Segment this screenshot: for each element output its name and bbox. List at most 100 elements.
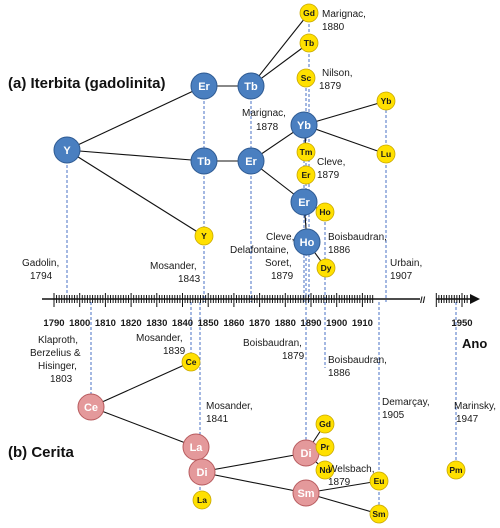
node-Lu (376, 144, 396, 164)
node-Ho2 (315, 202, 335, 222)
section-title-cerita: (b) Cerita (8, 444, 74, 461)
tick-label-1840: 1840 (172, 318, 193, 329)
node-Tb3-label: Tb (304, 38, 314, 48)
node-Ce-label: Ce (84, 402, 98, 414)
node-Y2-label: Y (201, 231, 207, 241)
node-Sm (292, 479, 320, 507)
tick-label-1790: 1790 (43, 318, 64, 329)
node-Er2-label: Er (245, 156, 257, 168)
ann-marignac-1878-name: Marignac, (242, 108, 286, 119)
ann-mosander-1839-year: 1839 (163, 346, 186, 357)
node-La2 (192, 490, 212, 510)
node-Pr-label: Pr (321, 442, 331, 452)
node-Tb1-label: Tb (197, 156, 211, 168)
node-Er1-label: Er (198, 81, 210, 93)
ann-marignac-1878-year: 1878 (256, 122, 279, 133)
node-Gd2-label: Gd (319, 419, 331, 429)
ann-welsbach-name: Welsbach, (328, 464, 375, 475)
ann-boisb-1886-name: Boisbaudran, (328, 232, 387, 243)
node-Di2-label: Di (301, 448, 312, 460)
node-Er1 (190, 72, 218, 100)
node-Er3-label: Er (298, 197, 310, 209)
node-Sm2-label: Sm (372, 509, 386, 519)
ann-gadolin-name: Gadolin, (22, 258, 59, 269)
ann-klaproth-3: Hisinger, (38, 361, 77, 372)
node-Y (53, 136, 81, 164)
ann-cleve-del-3: Soret, (265, 258, 292, 269)
node-Pm (446, 460, 466, 480)
ann-marinsky-year: 1947 (456, 414, 479, 425)
tick-label-1800: 1800 (69, 318, 90, 329)
axis-title: Ano (462, 336, 487, 351)
ann-cleve-del-2: Delafontaine, (230, 245, 289, 256)
node-Nd-label: Nd (319, 465, 330, 475)
ann-marignac-1880-name: Marignac, (322, 9, 366, 20)
node-Eu (369, 471, 389, 491)
node-Di-label: Di (197, 467, 208, 479)
node-Sc (296, 68, 316, 88)
node-La-label: La (190, 442, 204, 454)
node-Nd (315, 460, 335, 480)
node-Eu-label: Eu (374, 476, 385, 486)
node-Ce2 (181, 352, 201, 372)
axis-break: // (420, 295, 426, 306)
ann-welsbach-year: 1879 (328, 477, 351, 488)
node-Tb3 (299, 33, 319, 53)
tick-label-1820: 1820 (121, 318, 142, 329)
cerita-yellow-nodes: Ce La Gd Pr Nd Eu Sm Pm (181, 352, 466, 524)
node-Y2 (194, 226, 214, 246)
ann-klaproth-1: Klaproth, (38, 335, 78, 346)
ann-urbain-year: 1907 (390, 271, 413, 282)
node-Yb (290, 111, 318, 139)
ann-klaproth-2: Berzelius & (30, 348, 81, 359)
node-Tb1 (190, 147, 218, 175)
node-Sm2 (369, 504, 389, 524)
iterbita-blue-nodes: Y Er Tb Tb Er Yb Er Ho (53, 72, 321, 256)
ann-demarcay-year: 1905 (382, 410, 405, 421)
node-Tb2 (237, 72, 265, 100)
ann-boisb-1886-year: 1886 (328, 245, 351, 256)
node-Gd2 (315, 414, 335, 434)
tick-label-1830: 1830 (146, 318, 167, 329)
iterbita-annotations: Marignac, 1880 Nilson, 1879 Marignac, 18… (22, 9, 422, 285)
node-Y-label: Y (63, 145, 71, 157)
ann-marinsky-name: Marinsky, (454, 401, 496, 412)
ann-boisb-1879-name: Boisbaudran, (243, 338, 302, 349)
node-Yb2-label: Yb (381, 96, 392, 106)
node-Ce (77, 393, 105, 421)
node-Tm-label: Tm (300, 147, 313, 157)
ann-gadolin-year: 1794 (30, 271, 53, 282)
tick-label-1860: 1860 (223, 318, 244, 329)
tick-label-1910: 1910 (352, 318, 373, 329)
cerita-annotations: Klaproth, Berzelius & Hisinger, 1803 Mos… (30, 333, 496, 488)
node-Tb2-label: Tb (244, 81, 258, 93)
node-Yb2 (376, 91, 396, 111)
cerita-connections (90, 361, 380, 515)
iterbita-connections (66, 12, 387, 269)
tick-label-1890: 1890 (300, 318, 321, 329)
node-Gd1 (299, 3, 319, 23)
ann-urbain-name: Urbain, (390, 258, 422, 269)
cerita-red-nodes: Ce La Di Di Sm (77, 393, 320, 507)
node-Sm-label: Sm (297, 488, 314, 500)
node-Dy (316, 258, 336, 278)
node-Pm-label: Pm (449, 465, 463, 475)
tick-label-1810: 1810 (95, 318, 116, 329)
tick-label-1880: 1880 (275, 318, 296, 329)
node-Er3 (290, 188, 318, 216)
ann-klaproth-4: 1803 (50, 374, 73, 385)
ann-nilson-year: 1879 (319, 81, 342, 92)
node-Er4 (296, 165, 316, 185)
ann-mosander-1841-name: Mosander, (206, 401, 253, 412)
node-Ho1-label: Ho (300, 237, 315, 249)
ann-nilson-name: Nilson, (322, 68, 353, 79)
ann-cleve-1879-name: Cleve, (317, 157, 345, 168)
ann-mosander-1839-name: Mosander, (136, 333, 183, 344)
node-La2-label: La (197, 495, 207, 505)
node-Ho1 (293, 228, 321, 256)
node-Di (188, 458, 216, 486)
tick-label-1950: 1950 (451, 318, 472, 329)
ann-marignac-1880-year: 1880 (322, 22, 345, 33)
